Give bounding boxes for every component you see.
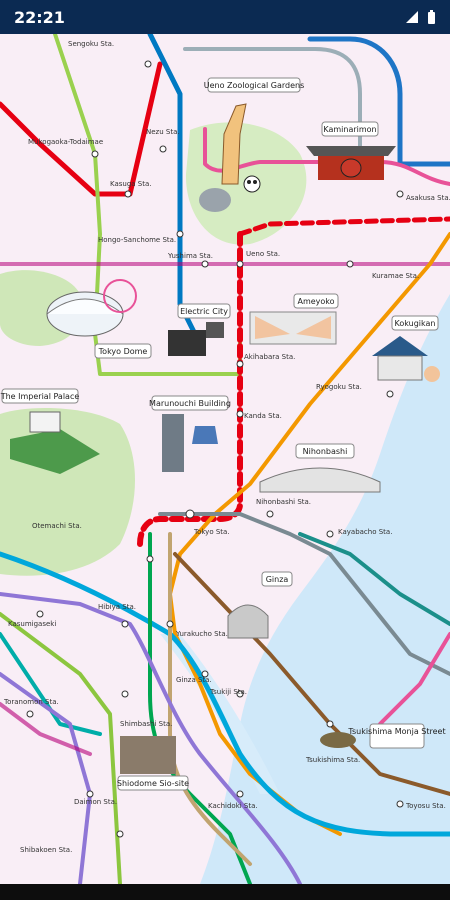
- line-keiyo: [298, 532, 450, 626]
- station-kasumigaseki: Kasumigaseki: [8, 620, 56, 628]
- station-tsukishima: Tsukishima Sta.: [305, 756, 360, 764]
- place-tokyo-dome: Tokyo Dome: [98, 347, 148, 356]
- tsukishima-illustration[interactable]: Tsukishima Monja Street: [320, 723, 446, 749]
- place-ginza: Ginza: [266, 575, 289, 584]
- kokugikan-illustration[interactable]: Kokugikan: [372, 315, 440, 382]
- place-kaminarimon: Kaminarimon: [323, 125, 376, 134]
- station-yurakucho: Yurakucho Sta.: [175, 630, 228, 638]
- station-yushima: Yushima Sta.: [167, 252, 213, 260]
- subway-map[interactable]: Tokyo Dome Ueno Zoological Gardens Kamin…: [0, 34, 450, 884]
- station-tsukiji: Tsukiji Sta.: [209, 688, 247, 696]
- station-akihabara: Akihabara Sta.: [244, 353, 295, 361]
- station-ueno: Ueno Sta.: [246, 250, 280, 258]
- bay-water: [260, 534, 450, 884]
- clock: 22:21: [14, 7, 65, 27]
- place-ueno-zoo: Ueno Zoological Gardens: [204, 81, 305, 90]
- electric-city-illustration[interactable]: Electric City: [168, 303, 231, 356]
- place-shiodome: Shiodome Sio-site: [117, 779, 189, 788]
- station-shibakoen: Shibakoen Sta.: [20, 846, 72, 854]
- station-nihonbashi: Nihonbashi Sta.: [256, 498, 311, 506]
- shiodome-illustration[interactable]: Shiodome Sio-site: [117, 736, 189, 791]
- line-mita-south: [0, 672, 92, 884]
- line-tozai: [0, 551, 450, 837]
- line-jr-south: [0, 612, 122, 884]
- line-namboku: [0, 632, 102, 736]
- place-nihonbashi: Nihonbashi: [303, 447, 348, 456]
- station-ryogoku: Ryogoku Sta.: [316, 383, 362, 391]
- ameyoko-illustration[interactable]: Ameyoko: [249, 293, 339, 345]
- station-toranomon: Toranomon Sta.: [3, 698, 59, 706]
- line-marunouchi-north: [0, 61, 163, 197]
- line-marunouchi-east: [237, 216, 450, 237]
- line-ginza: [168, 232, 450, 836]
- place-ameyoko: Ameyoko: [297, 297, 334, 306]
- station-kasuga: Kasuga Sta.: [110, 180, 152, 188]
- line-mita: [147, 34, 198, 337]
- station-toyosu: Toyosu Sta.: [405, 802, 446, 810]
- place-marunouchi-building: Marunouchi Building: [149, 399, 231, 408]
- place-electric-city: Electric City: [180, 307, 228, 316]
- station-kanda: Kanda Sta.: [244, 412, 282, 420]
- place-tsukishima: Tsukishima Monja Street: [347, 727, 445, 736]
- place-kokugikan: Kokugikan: [395, 319, 436, 328]
- station-ginza: Ginza Sta.: [176, 676, 212, 684]
- line-jr-keihin: [137, 231, 243, 547]
- station-nezu: Nezu Sta.: [146, 128, 180, 136]
- imperial-palace-illustration[interactable]: The Imperial Palace: [0, 388, 100, 474]
- status-bar: 22:21: [0, 0, 450, 34]
- line-oedo-south: [0, 702, 92, 756]
- signal-icon: [406, 11, 418, 23]
- line-hanzomon: [0, 592, 302, 884]
- tokyo-dome-illustration[interactable]: Tokyo Dome: [46, 279, 152, 359]
- station-asakusa: Asakusa Sta.: [406, 194, 450, 202]
- line-hibiya: [158, 512, 450, 676]
- marunouchi-building-illustration[interactable]: Marunouchi Building: [149, 395, 231, 472]
- station-kuramae: Kuramae Sta.: [372, 272, 419, 280]
- ueno-zoo-illustration[interactable]: Ueno Zoological Gardens: [199, 77, 305, 212]
- station-kayabacho: Kayabacho Sta.: [338, 528, 392, 536]
- ginza-illustration[interactable]: Ginza: [227, 571, 293, 639]
- station-hongo: Hongo-Sanchome Sta.: [98, 236, 176, 244]
- battery-icon: [428, 9, 435, 24]
- station-mukogaoka: Mukogaoka-Todaimae: [28, 138, 103, 146]
- stations: Mukogaoka-Todaimae Sengoku Sta. Nezu Sta…: [3, 40, 450, 854]
- system-nav-bar: [0, 884, 450, 900]
- kaminarimon-illustration[interactable]: Kaminarimon: [306, 121, 396, 180]
- station-kachidoki: Kachidoki Sta.: [208, 802, 258, 810]
- station-shimbashi: Shimbashi Sta.: [120, 720, 172, 728]
- place-imperial-palace: The Imperial Palace: [0, 392, 79, 401]
- station-daimon: Daimon Sta.: [74, 798, 117, 806]
- line-hibiya-top: [183, 47, 362, 156]
- station-tokyo: Tokyo Sta.: [193, 528, 230, 536]
- station-sengoku: Sengoku Sta.: [68, 40, 114, 48]
- line-ginza-top: [307, 36, 450, 167]
- station-hibiya: Hibiya Sta.: [98, 603, 136, 611]
- station-otemachi: Otemachi Sta.: [32, 522, 82, 530]
- line-asakusa-south: [378, 632, 450, 726]
- line-asakusa-pink: [203, 127, 450, 186]
- nihonbashi-illustration[interactable]: Nihonbashi: [259, 443, 381, 493]
- status-icons: [405, 9, 436, 25]
